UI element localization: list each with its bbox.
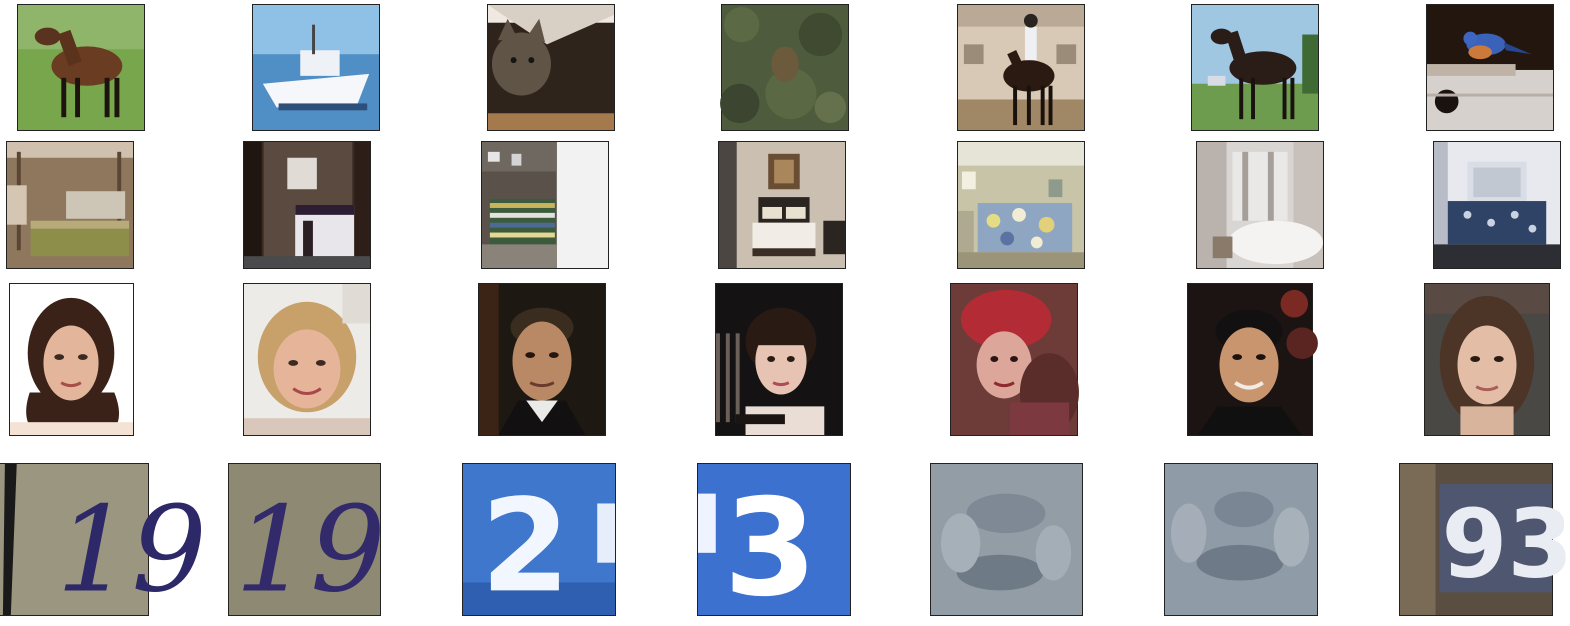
tile-boat	[252, 4, 380, 131]
tile-cat	[487, 4, 615, 131]
tile-face	[950, 283, 1079, 436]
tile-face	[1187, 283, 1318, 436]
tile-face	[9, 283, 134, 436]
tile-face	[1424, 283, 1550, 436]
house-number-digits: 93	[1441, 490, 1570, 600]
tile-bedroom	[1196, 141, 1324, 269]
tile-horse	[17, 4, 145, 131]
tile-house-number	[930, 463, 1083, 616]
house-number-digits: 19	[235, 480, 386, 618]
tile-bedroom	[957, 141, 1085, 269]
tile-face	[478, 283, 606, 436]
house-number-digits: 19	[56, 480, 207, 618]
house-number-digits: 2	[481, 472, 570, 621]
tile-bird	[1426, 4, 1554, 131]
tile-bedroom	[481, 141, 609, 269]
tile-house-number: 19	[0, 463, 207, 618]
tile-house-number	[1164, 463, 1318, 616]
tile-face	[243, 283, 371, 436]
tile-bedroom	[6, 141, 134, 269]
tile-horse-rider	[957, 4, 1085, 131]
tile-house-number: 2	[462, 463, 616, 621]
tile-house-number: 19	[228, 463, 386, 618]
tile-bedroom	[1433, 141, 1561, 269]
house-number-digits: 3	[724, 469, 817, 626]
tile-house-number: 93	[1399, 463, 1570, 616]
tile-deer	[720, 4, 849, 131]
tile-face	[715, 283, 843, 436]
tile-bedroom	[243, 141, 371, 269]
tile-background	[0, 464, 148, 615]
tile-horse	[1191, 4, 1319, 131]
tile-house-number: 3	[697, 463, 851, 626]
tile-bedroom	[718, 141, 846, 269]
